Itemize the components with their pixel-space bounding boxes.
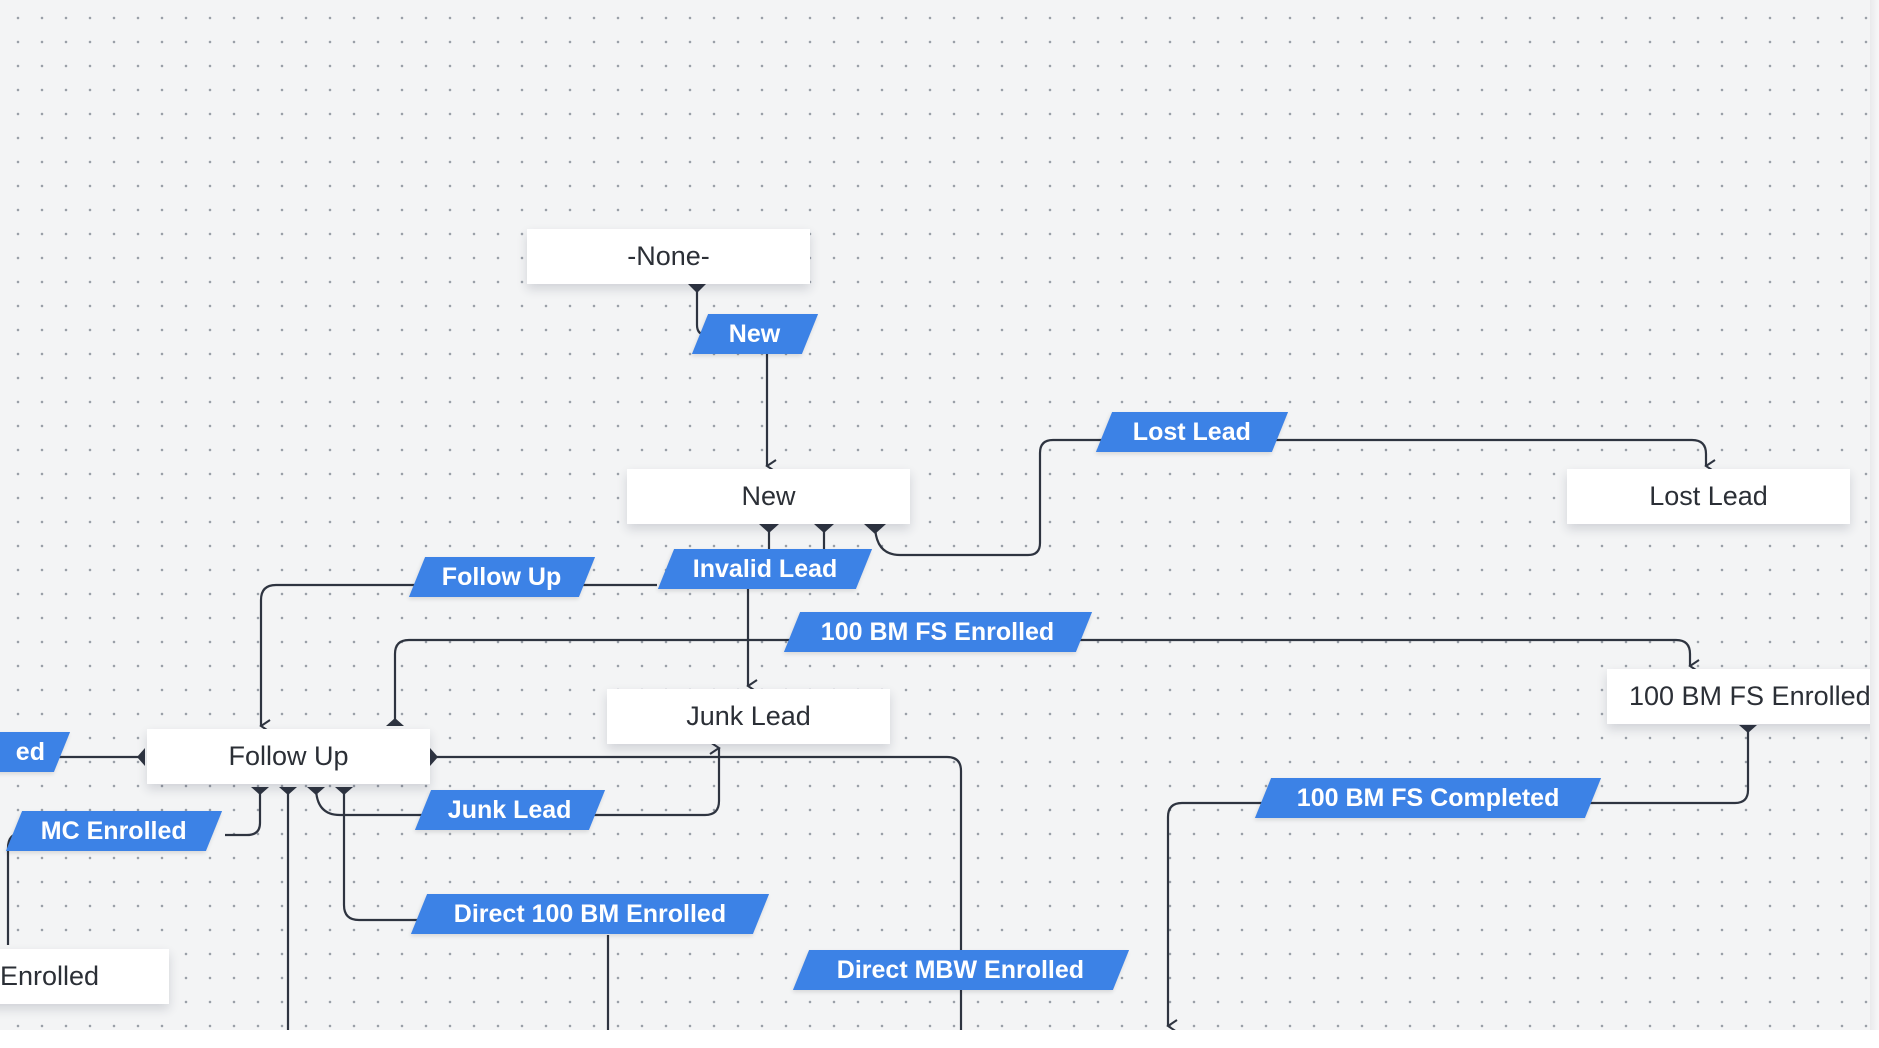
state-lost-lead-label: Lost Lead: [1649, 481, 1768, 511]
transition-100-bm-fs-enrolled-label: 100 BM FS Enrolled: [821, 617, 1055, 646]
transition-invalid-lead[interactable]: Invalid Lead: [657, 549, 873, 589]
transition-junk-lead-label: Junk Lead: [448, 795, 572, 824]
state-new-label: New: [741, 481, 796, 511]
canvas-right-edge: [1870, 0, 1879, 1030]
state-none[interactable]: -None-: [527, 229, 810, 284]
edge-followup-to-junk: [314, 741, 721, 817]
state-new[interactable]: New: [627, 469, 910, 524]
transition-direct-100-bm-enrolled-label: Direct 100 BM Enrolled: [453, 899, 727, 928]
transition-invalid-lead-label: Invalid Lead: [692, 554, 838, 583]
transition-mc-enrolled-label: MC Enrolled: [41, 816, 187, 845]
transition-mc-enrolled[interactable]: MC Enrolled: [5, 811, 223, 851]
state-lost-lead[interactable]: Lost Lead: [1567, 469, 1850, 524]
edge-bmfs-to-completed: [1166, 725, 1750, 1030]
transition-lost-lead[interactable]: Lost Lead: [1095, 412, 1289, 452]
state-follow-up-label: Follow Up: [228, 741, 349, 771]
transition-direct-100-bm-enrolled[interactable]: Direct 100 BM Enrolled: [410, 894, 770, 934]
transition-new[interactable]: New: [691, 314, 819, 354]
transition-lost-lead-label: Lost Lead: [1132, 417, 1252, 446]
edge-followup-to-bmfs: [393, 638, 1700, 726]
transition-follow-up[interactable]: Follow Up: [408, 557, 596, 597]
state-junk-lead[interactable]: Junk Lead: [607, 689, 890, 744]
transition-junk-lead[interactable]: Junk Lead: [414, 790, 606, 830]
edge-followup-to-direct100: [342, 787, 610, 1030]
edge-new-to-followup: [259, 583, 657, 733]
edge-followup-to-directmbw: [430, 755, 963, 1030]
state-none-label: -None-: [627, 241, 710, 271]
state-100-bm-fs-enrolled-label: 100 BM FS Enrolled: [1629, 681, 1871, 711]
transition-follow-up-label: Follow Up: [442, 562, 562, 591]
state-follow-up[interactable]: Follow Up: [147, 729, 430, 784]
transition-100-bm-fs-enrolled[interactable]: 100 BM FS Enrolled: [783, 612, 1093, 652]
state-enrolled[interactable]: Enrolled: [0, 949, 169, 1004]
edge-new-to-lost: [873, 438, 1716, 557]
transition-direct-mbw-enrolled[interactable]: Direct MBW Enrolled: [792, 950, 1130, 990]
transition-new-label: New: [729, 319, 781, 348]
transition-direct-mbw-enrolled-label: Direct MBW Enrolled: [837, 955, 1085, 984]
state-enrolled-label: Enrolled: [0, 961, 100, 991]
state-100-bm-fs-enrolled[interactable]: 100 BM FS Enrolled: [1607, 669, 1879, 724]
transition-100-bm-fs-completed-label: 100 BM FS Completed: [1296, 783, 1560, 812]
edge-none-to-new: [695, 284, 777, 473]
transition-100-bm-fs-completed[interactable]: 100 BM FS Completed: [1254, 778, 1602, 818]
state-junk-lead-label: Junk Lead: [686, 701, 811, 731]
transition-enrolled-partial-label: ed: [16, 737, 46, 766]
